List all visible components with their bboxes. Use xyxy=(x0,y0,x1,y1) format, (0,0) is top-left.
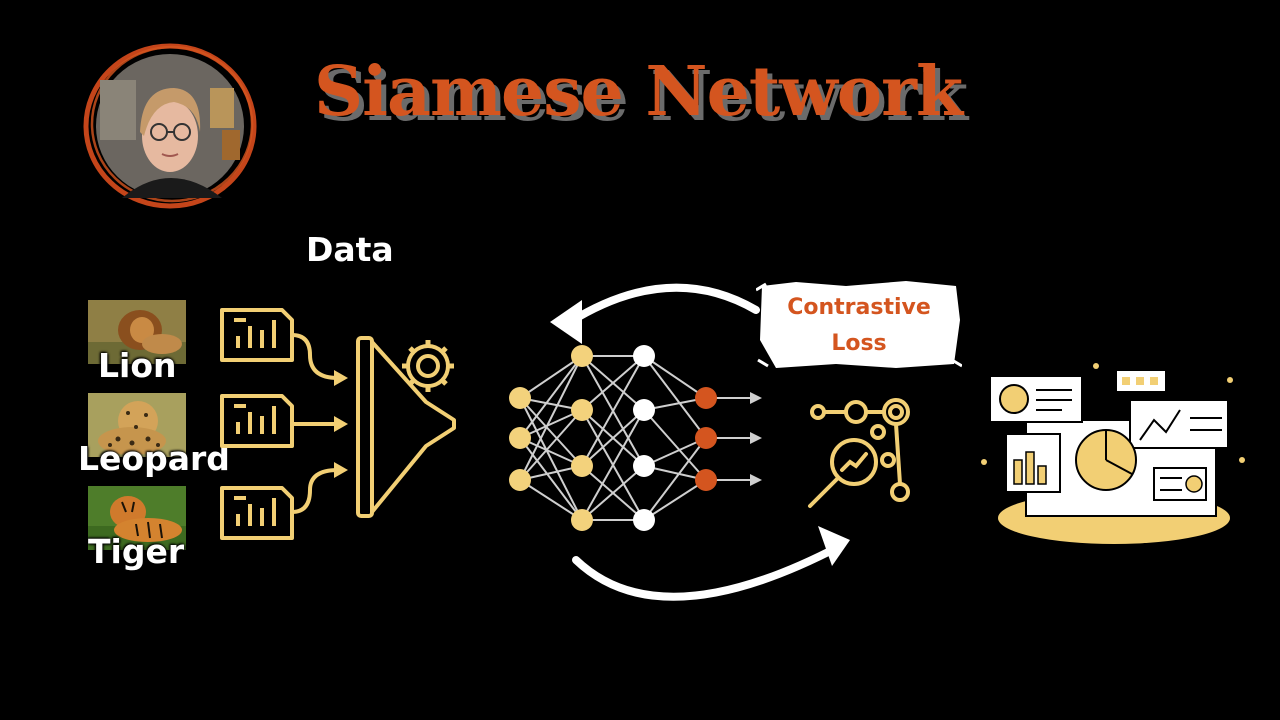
leopard-label: Leopard xyxy=(78,439,230,478)
loss-line1: Contrastive xyxy=(787,295,931,320)
document-chart-icon xyxy=(220,486,294,540)
data-label: Data xyxy=(306,230,394,269)
neural-network-icon xyxy=(509,345,762,531)
loss-line2: Loss xyxy=(831,331,887,356)
presenter-avatar xyxy=(83,43,257,209)
leopard-photo xyxy=(88,393,186,457)
lion-label: Lion xyxy=(98,346,177,385)
tiger-photo xyxy=(88,486,186,550)
document-chart-icon xyxy=(220,394,294,448)
loss-badge-background xyxy=(756,281,962,368)
dashboard-illustration-icon xyxy=(981,363,1245,544)
lion-photo xyxy=(88,300,186,364)
magnifier-analytics-icon xyxy=(808,398,910,508)
tiger-label: Tiger xyxy=(88,532,185,571)
document-chart-icon xyxy=(220,308,294,362)
data-pipeline-diagram xyxy=(220,308,456,540)
loss-label: Contrastive Loss xyxy=(756,290,962,362)
page-title: Siamese Network xyxy=(314,52,963,132)
filter-funnel-gear-icon xyxy=(356,336,456,518)
cycle-arrow-icon xyxy=(550,283,850,601)
